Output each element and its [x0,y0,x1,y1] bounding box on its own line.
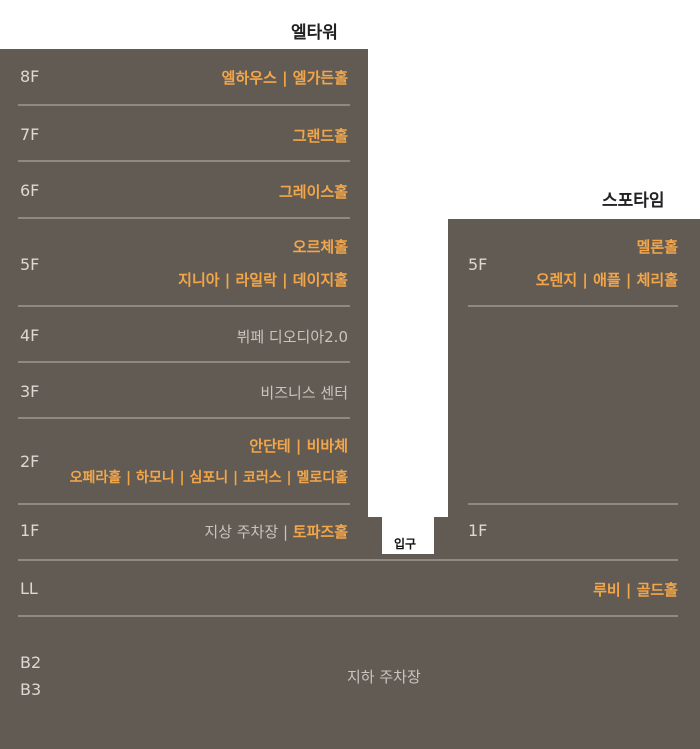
venue-4f: 뷔페 디오디아2.0 [236,328,348,346]
floor-label-8f: 8F [20,67,40,86]
floor-label-2f: 2F [20,452,40,471]
halls-7f: 그랜드홀 [292,127,348,145]
divider [18,160,350,162]
venue-3f: 비즈니스 센터 [260,384,348,402]
entrance-opening [382,517,434,554]
floor-label-b3: B3 [20,680,42,699]
topaz-hall-label: 토파즈홀 [292,523,348,541]
spotime-title: 스포타임 [602,191,665,211]
divider [18,417,350,419]
halls-2f-line2: 오페라홀 | 하모니 | 심포니 | 코러스 | 멜로디홀 [69,470,348,486]
lower-floors-block [0,560,700,749]
halls-5f-line2: 지니아 | 라일락 | 데이지홀 [178,271,348,289]
floor-label-7f: 7F [20,125,40,144]
divider [18,217,350,219]
separator: | [282,523,289,541]
divider [18,361,350,363]
floor-label-6f: 6F [20,181,40,200]
entrance-label: 입구 [394,537,417,551]
halls-6f: 그레이스홀 [278,183,348,201]
halls-5f-line1: 오르체홀 [292,238,348,256]
spotime-halls-5f-line2: 오렌지 | 애플 | 체리홀 [535,271,678,289]
halls-2f-line1: 안단테 | 비바체 [249,437,348,455]
venue-1f: 지상 주차장 | 토파즈홀 [204,521,348,542]
halls-ll: 루비 | 골드홀 [593,581,678,599]
divider [18,559,678,561]
spotime-floor-label-5f: 5F [468,255,488,274]
ground-parking-label: 지상 주차장 [204,523,279,541]
spotime-halls-5f-line1: 멜론홀 [636,238,678,256]
floor-label-1f: 1F [20,521,40,540]
underground-parking: 지하 주차장 [347,668,421,686]
floor-label-5f: 5F [20,255,40,274]
divider [18,104,350,106]
divider [18,503,350,505]
floor-label-3f: 3F [20,382,40,401]
floor-label-ll: LL [20,579,38,598]
floor-label-4f: 4F [20,326,40,345]
divider [468,503,678,505]
divider [468,305,678,307]
spotime-floor-label-1f: 1F [468,521,488,540]
floor-label-b2: B2 [20,653,42,672]
el-tower-title: 엘타워 [291,23,338,43]
divider [18,305,350,307]
divider [18,615,678,617]
halls-8f: 엘하우스 | 엘가든홀 [221,69,348,87]
